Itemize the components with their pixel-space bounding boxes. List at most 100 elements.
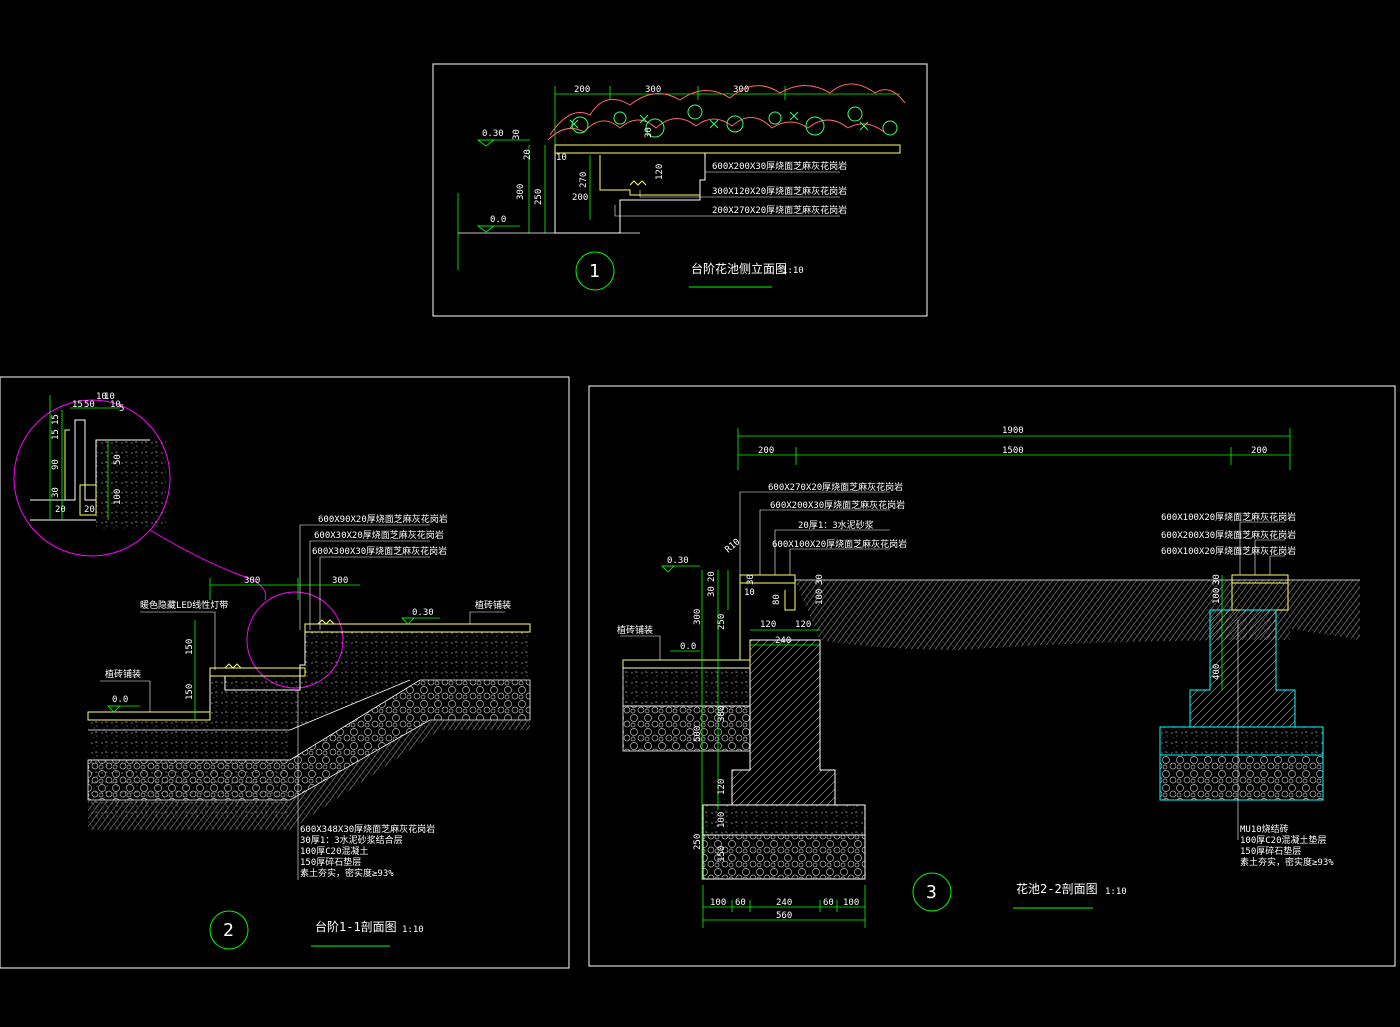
d3-wall-h-0: 10	[744, 588, 755, 598]
d1-topdim-1: 300	[645, 85, 661, 95]
d1-vdim-5: 120	[655, 164, 665, 180]
d3-wall-v-4: 380	[717, 706, 727, 722]
drawing3-frame	[588, 385, 1396, 967]
d2-number: 2	[223, 920, 234, 941]
d3-bottom-2: 240	[776, 898, 792, 908]
d1-vdim-0: 30	[512, 129, 522, 140]
d3-note-left-0: 600X270X20厚烧面芝麻灰花岗岩	[768, 481, 903, 493]
d2-detail-left-5: 20	[84, 505, 95, 515]
d2-riser-0: 150	[185, 639, 195, 655]
d2-note-top-1: 600X30X20厚烧面芝麻灰花岗岩	[314, 529, 444, 541]
d3-note-right-2: 600X100X20厚烧面芝麻灰花岗岩	[1161, 545, 1296, 557]
d1-vdim-1: 20	[523, 149, 533, 160]
d3-wall-v-3: 250	[717, 614, 727, 630]
d1-vdim-3: 250	[534, 189, 544, 205]
d3-rwall-2: 400	[1212, 664, 1222, 680]
d2-note-top-2: 600X300X30厚烧面芝麻灰花岗岩	[312, 545, 447, 557]
d2-level-base: 0.0	[112, 695, 128, 705]
d3-wall-h-2: 80	[772, 594, 782, 605]
d2-scale: 1:10	[402, 925, 424, 935]
d1-vdim-6: 30	[644, 127, 654, 138]
d2-title: 台阶1-1剖面图	[315, 919, 397, 934]
d3-bottom-1: 60	[735, 898, 746, 908]
d1-vdim-2: 300	[516, 184, 526, 200]
d3-span-0: 200	[758, 446, 774, 456]
d3-bottom-4: 100	[843, 898, 859, 908]
d3-wall-h-7: 30	[815, 574, 825, 585]
d3-span-2: 200	[1251, 446, 1267, 456]
d3-title: 花池2-2剖面图	[1016, 881, 1098, 896]
d3-bottom-total: 560	[776, 911, 792, 921]
d1-title: 台阶花池侧立面图	[691, 261, 787, 276]
d2-note-top-0: 600X90X20厚烧面芝麻灰花岗岩	[318, 513, 448, 525]
d2-paving-right: 植砖铺装	[475, 599, 511, 611]
d2-detail-left-3: 30	[51, 487, 61, 498]
d2-detail-right-0: 50	[113, 454, 123, 465]
d2-detail-top-5: 5	[119, 404, 124, 414]
d2-detail-top-0: 15	[72, 400, 83, 410]
d1-level-top: 0.30	[482, 129, 504, 139]
d2-riser-1: 150	[185, 684, 195, 700]
d2-detail-top-1: 50	[84, 400, 95, 410]
d3-rwall-1: 100	[1212, 588, 1222, 604]
d2-note-bottom-0: 600X348X30厚烧面芝麻灰花岗岩	[300, 823, 435, 835]
d1-scale: 1:10	[782, 266, 804, 276]
d3-wall-h-1: 30	[746, 574, 756, 585]
d2-detail-bubble	[13, 399, 171, 557]
d1-note-2: 200X270X20厚烧面芝麻灰花岗岩	[712, 204, 847, 216]
d2-note-bottom-4: 素土夯实，密实度≥93%	[300, 867, 394, 879]
d2-detail-left-1: 15	[51, 429, 61, 440]
d3-wall-v-9: 150	[717, 846, 727, 862]
d3-level-base: 0.0	[680, 642, 696, 652]
d2-detail-right-1: 100	[113, 489, 123, 505]
d3-rwall-0: 30	[1212, 574, 1222, 585]
d3-note-br-0: MU10烧结砖	[1240, 823, 1289, 835]
planting-foliage	[547, 83, 906, 141]
d1-vdim-4: 270	[579, 172, 589, 188]
d2-tread-1: 300	[332, 576, 348, 586]
d2-detail-left-4: 20	[55, 505, 66, 515]
d2-note-bottom-1: 30厚1：3水泥砂浆结合层	[300, 834, 403, 846]
d2-detail-top-2: 10	[96, 392, 107, 402]
d1-vdim-7: 10	[556, 153, 567, 163]
d3-note-right-1: 600X200X30厚烧面芝麻灰花岗岩	[1161, 529, 1296, 541]
d3-wall-h-4: 120	[795, 620, 811, 630]
d3-wall-h-5: 240	[775, 636, 791, 646]
d3-note-br-3: 素土夯实，密实度≥93%	[1240, 856, 1334, 868]
d2-detail-top-3: 10	[104, 392, 115, 402]
d2-number-circle	[209, 910, 249, 950]
d3-overall-dim: 1900	[1002, 426, 1024, 436]
d1-topdim-0: 200	[574, 85, 590, 95]
drawing1-elevation: 200 300 300 30 20 300	[457, 83, 906, 291]
d1-level-base: 0.0	[490, 215, 506, 225]
d3-wall-h-6: 100	[815, 589, 825, 605]
d2-tread-0: 300	[244, 576, 260, 586]
d3-note-right-0: 600X100X20厚烧面芝麻灰花岗岩	[1161, 511, 1296, 523]
d2-paving-left: 植砖铺装	[105, 668, 141, 680]
d2-note-bottom-3: 150厚碎石垫层	[300, 856, 361, 868]
d3-number: 3	[926, 882, 937, 903]
d3-wall-v-6: 120	[717, 779, 727, 795]
d1-note-0: 600X200X30厚烧面芝麻灰花岗岩	[712, 160, 847, 172]
d3-bottom-0: 100	[710, 898, 726, 908]
drawing3-section: 1900 200 1500 200 600X270X20厚烧面芝麻灰花岗岩 60…	[617, 426, 1360, 928]
d3-bottom-3: 60	[823, 898, 834, 908]
d1-hdim-0: 200	[572, 193, 588, 203]
d3-note-left-2: 20厚1：3水泥砂浆	[798, 519, 874, 531]
d3-wall-v-5: 500	[693, 726, 703, 742]
d2-level-top: 0.30	[412, 608, 434, 618]
d2-detail-left-0: 15	[51, 414, 61, 425]
d3-radius: R10	[724, 537, 743, 555]
d3-wall-v-7: 100	[717, 812, 727, 828]
drawing2-section: 15 50 10 10 10 5 15 15 90 30 20 20 50 10…	[13, 392, 531, 950]
d3-scale: 1:10	[1105, 887, 1127, 897]
d1-number: 1	[589, 261, 600, 282]
d3-wall-h-3: 120	[760, 620, 776, 630]
d3-span-1: 1500	[1002, 446, 1024, 456]
d2-detail-left-2: 90	[51, 459, 61, 470]
d3-note-br-2: 150厚碎石垫层	[1240, 845, 1301, 857]
d3-note-left-3: 600X100X20厚烧面芝麻灰花岗岩	[772, 538, 907, 550]
d3-wall-v-8: 250	[693, 834, 703, 850]
drawing2-frame	[0, 376, 570, 969]
